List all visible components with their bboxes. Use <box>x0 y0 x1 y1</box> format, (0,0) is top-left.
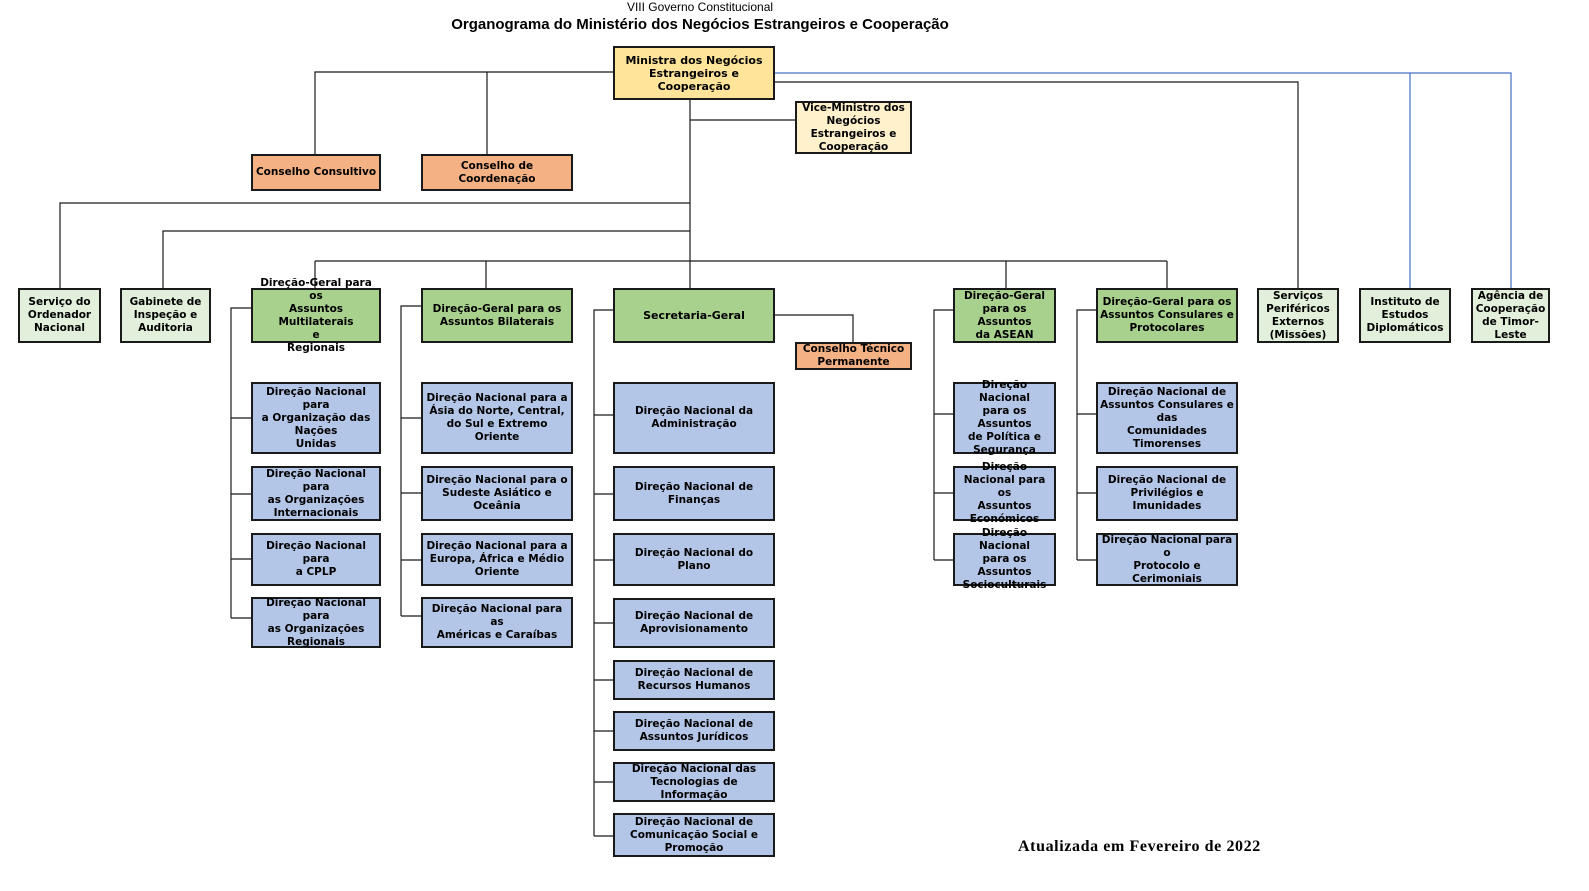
servico-ordenador-box: Serviço do Ordenador Nacional <box>18 288 101 343</box>
instituto-estudos-box: Instituto de Estudos Diplomáticos <box>1359 288 1451 343</box>
dn-protocolo-cerimoniais-box: Direção Nacional para o Protocolo e Ceri… <box>1096 533 1238 586</box>
servicos-perifericos-box: Serviços Periféricos Externos (Missões) <box>1257 288 1339 343</box>
dn-tecnologias-informacao-box: Direção Nacional das Tecnologias de Info… <box>613 762 775 802</box>
chart-supertitle: VIII Governo Constitucional <box>626 0 774 14</box>
connector-bracket-consulares <box>1076 309 1096 561</box>
connector-ordenador <box>59 202 690 288</box>
connector-bracket-bilaterais <box>400 305 421 617</box>
chart-title: Organograma do Ministério dos Negócios E… <box>451 16 949 33</box>
dg-multilaterais-box: Direção-Geral para os Assuntos Multilate… <box>251 277 381 354</box>
connectors-black <box>59 71 1299 837</box>
gabinete-inspecao-box: Gabinete de Inspeção e Auditoria <box>120 288 211 343</box>
dg-consulares-box: Direção-Geral para os Assuntos Consulare… <box>1096 288 1238 343</box>
dn-socioculturais-box: Direção Nacional para os Assuntos Socioc… <box>953 527 1056 591</box>
dn-asia-norte-box: Direção Nacional para a Ásia do Norte, C… <box>421 382 573 454</box>
conselho-consultivo-box: Conselho Consultivo <box>251 154 381 191</box>
dn-europa-africa-box: Direção Nacional para a Europa, África e… <box>421 533 573 586</box>
updated-note: Atualizada em Fevereiro de 2022 <box>1018 838 1261 855</box>
connector-bracket-multilaterais <box>230 307 251 619</box>
dn-politica-seguranca-box: Direção Nacional para os Assuntos de Pol… <box>953 379 1056 456</box>
dn-assuntos-economicos-box: Direção Nacional para os Assuntos Económ… <box>953 461 1056 525</box>
dg-bilaterais-box: Direção-Geral para os Assuntos Bilaterai… <box>421 288 573 343</box>
dn-recursos-humanos-box: Direção Nacional de Recursos Humanos <box>613 660 775 700</box>
dn-assuntos-consulares-box: Direção Nacional de Assuntos Consulares … <box>1096 382 1238 454</box>
connector-gabinete <box>162 230 690 288</box>
dn-privilegios-imunidades-box: Direção Nacional de Privilégios e Imunid… <box>1096 466 1238 521</box>
dn-comunicacao-social-box: Direção Nacional de Comunicação Social e… <box>613 813 775 857</box>
dn-organizacoes-regionais-box: Direção Nacional para as Organizações Re… <box>251 597 381 648</box>
dn-assuntos-juridicos-box: Direção Nacional de Assuntos Jurídicos <box>613 711 775 751</box>
conselho-coordenacao-box: Conselho de Coordenação <box>421 154 573 191</box>
connectors-blue <box>775 72 1512 288</box>
dn-aprovisionamento-box: Direção Nacional de Aprovisionamento <box>613 598 775 648</box>
dn-administracao-box: Direção Nacional da Administração <box>613 382 775 454</box>
dn-financas-box: Direção Nacional de Finanças <box>613 466 775 521</box>
connector-minister-externals <box>775 72 1512 288</box>
dn-cplp-box: Direção Nacional para a CPLP <box>251 533 381 586</box>
connector-bracket-secretaria <box>593 309 613 837</box>
dn-onu-box: Direção Nacional para a Organização das … <box>251 382 381 454</box>
dn-plano-box: Direção Nacional do Plano <box>613 533 775 586</box>
connector-minister-perifericos <box>775 81 1299 288</box>
dn-americas-box: Direção Nacional para as Américas e Cara… <box>421 597 573 648</box>
vice-minister-box: Vice-Ministro dos Negócios Estrangeiros … <box>795 101 912 154</box>
connector-dg-row <box>314 260 1168 288</box>
dn-organizacoes-internacionais-box: Direção Nacional para as Organizações In… <box>251 466 381 521</box>
connector-bracket-asean <box>933 309 953 561</box>
conselho-tecnico-box: Conselho Técnico Permanente <box>795 342 912 370</box>
secretaria-geral-box: Secretaria-Geral <box>613 288 775 343</box>
dn-sudeste-asiatico-box: Direção Nacional para o Sudeste Asiático… <box>421 466 573 521</box>
dg-asean-box: Direção-Geral para os Assuntos da ASEAN <box>953 288 1056 343</box>
minister-box: Ministra dos Negócios Estrangeiros e Coo… <box>613 46 775 100</box>
agencia-cooperacao-box: Agência de Cooperação de Timor- Leste <box>1471 288 1550 343</box>
connector-minister-councils <box>314 71 613 154</box>
connector-secretaria-council <box>775 314 854 342</box>
